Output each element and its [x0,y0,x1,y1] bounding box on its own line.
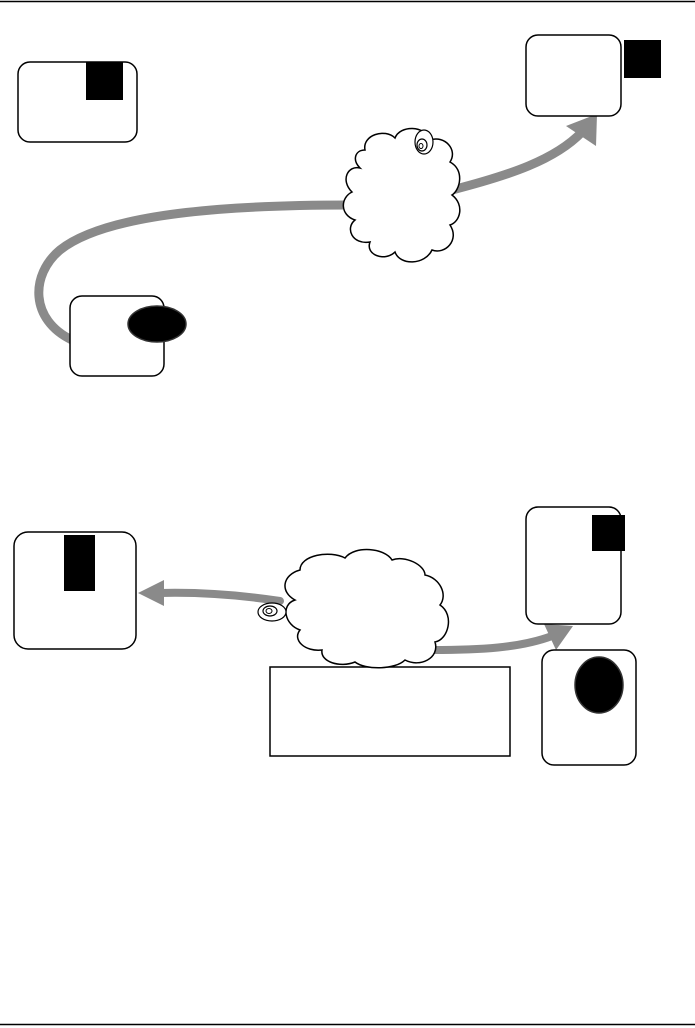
empty-text-box [269,666,511,757]
bottom-right-upper-box [525,506,625,625]
dark-square-icon [592,515,625,551]
dark-oval-icon [127,305,187,343]
top-left-box [17,61,138,143]
top-arrow-path [34,200,355,345]
bottom-arrow-right-path [428,632,556,654]
bottom-arrowhead-left-icon [138,580,164,606]
dark-square-icon [624,40,661,78]
top-bottom-left-box [69,295,187,377]
top-right-box [525,34,661,117]
top-arrowhead-icon [566,114,597,146]
bottom-right-lower-box [541,649,637,766]
bottom-left-box [13,531,137,650]
bottom-cloud-icon [284,548,450,669]
bottom-diagram [13,506,637,766]
bottom-arrow-left-path [156,588,284,605]
dark-rectangle-icon [64,535,95,591]
bottom-arrowhead-right-icon [544,624,573,650]
top-diagram [17,34,661,377]
top-cloud-icon [342,127,461,263]
dark-oval-icon [574,656,624,714]
top-spiral-icon [414,129,434,155]
dark-square-icon [86,62,123,100]
bottom-spiral-icon [257,602,287,622]
top-arrow-to-box [447,127,587,195]
